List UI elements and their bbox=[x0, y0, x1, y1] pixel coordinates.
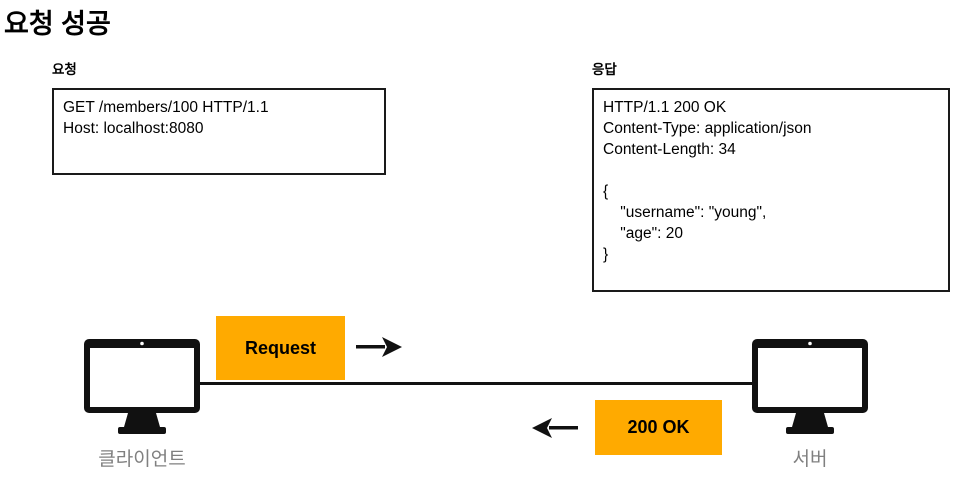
request-message-box: GET /members/100 HTTP/1.1 Host: localhos… bbox=[52, 88, 386, 175]
response-badge-label: 200 OK bbox=[627, 417, 690, 437]
response-message-box: HTTP/1.1 200 OK Content-Type: applicatio… bbox=[592, 88, 950, 292]
response-section-caption: 응답 bbox=[592, 62, 617, 77]
request-message-text: GET /members/100 HTTP/1.1 Host: localhos… bbox=[63, 99, 269, 137]
connection-line bbox=[196, 382, 754, 385]
response-badge: 200 OK bbox=[595, 400, 722, 455]
response-message-text: HTTP/1.1 200 OK Content-Type: applicatio… bbox=[603, 99, 812, 263]
request-badge: Request bbox=[216, 316, 345, 380]
server-label: 서버 bbox=[792, 449, 828, 470]
server-monitor-icon bbox=[752, 339, 868, 440]
arrow-right-icon bbox=[356, 333, 404, 361]
page-title: 요청 성공 bbox=[4, 9, 111, 39]
request-section-caption: 요청 bbox=[52, 62, 77, 77]
arrow-left-icon bbox=[528, 414, 578, 442]
client-label: 클라이언트 bbox=[98, 449, 186, 470]
request-badge-label: Request bbox=[244, 337, 316, 358]
client-monitor-icon bbox=[84, 339, 200, 440]
